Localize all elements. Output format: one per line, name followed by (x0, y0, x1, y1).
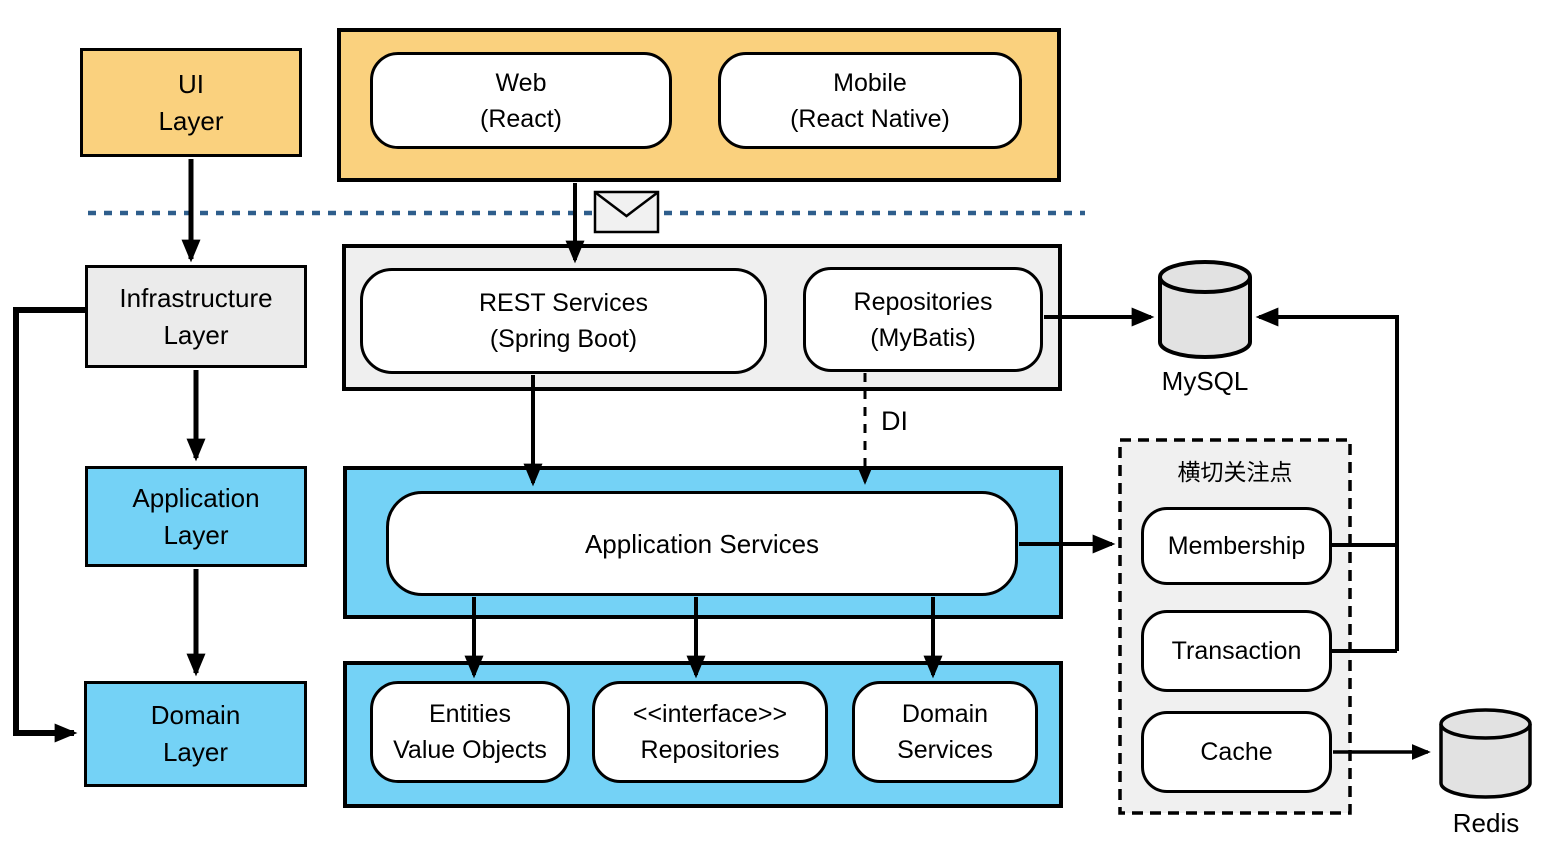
application-layer-label-line1: Application (132, 482, 260, 513)
rest-services-label-line2: (Spring Boot) (489, 325, 638, 353)
domain-layer-label-line1: Domain (150, 700, 241, 730)
mobile-react-native-box: Mobile (React Native) (718, 52, 1022, 149)
application-services-box: Application Services (386, 491, 1018, 596)
application-services-label: Application Services (584, 528, 820, 559)
repositories-mybatis-box: Repositories (MyBatis) (803, 267, 1043, 372)
ui-layer-box: UI Layer (80, 48, 302, 157)
repositories-label-line2: (MyBatis) (870, 323, 976, 352)
mobile-label-line1: Mobile (833, 68, 907, 97)
domain-layer-box: Domain Layer (84, 681, 307, 787)
ui-layer-label-line2: Layer (158, 105, 224, 136)
redis-label: Redis (1452, 808, 1520, 838)
rest-services-box: REST Services (Spring Boot) (360, 268, 767, 374)
entities-value-objects-box: Entities Value Objects (370, 681, 570, 783)
domain-services-label-line2: Services (897, 736, 993, 764)
infrastructure-layer-label-line2: Layer (163, 319, 229, 350)
domain-layer-label-line2: Layer (162, 737, 229, 767)
infrastructure-layer-box: Infrastructure Layer (85, 265, 307, 368)
cache-label: Cache (1200, 738, 1273, 766)
di-annotation: DI (881, 406, 908, 436)
interface-repositories-box: <<interface>> Repositories (592, 681, 828, 783)
interface-repositories-label-line1: <<interface>> (632, 700, 788, 728)
web-label-line2: (React) (480, 104, 562, 133)
mysql-label: MySQL (1161, 366, 1249, 396)
membership-box: Membership (1141, 507, 1332, 585)
web-label-line1: Web (495, 68, 547, 97)
message-envelope-icon (593, 190, 660, 234)
application-layer-box: Application Layer (85, 466, 307, 567)
rest-services-label-line1: REST Services (478, 289, 649, 317)
entities-label-line1: Entities (429, 700, 511, 728)
domain-services-label-line1: Domain (901, 700, 989, 728)
mobile-label-line2: (React Native) (790, 104, 950, 133)
transaction-box: Transaction (1141, 610, 1332, 692)
cache-box: Cache (1141, 711, 1332, 793)
repositories-label-line1: Repositories (853, 287, 993, 316)
redis-database-icon (1439, 708, 1532, 799)
application-layer-label-line2: Layer (163, 519, 229, 550)
ui-layer-label-line1: UI (178, 68, 204, 99)
interface-repositories-label-line2: Repositories (640, 736, 780, 764)
entities-label-line2: Value Objects (393, 736, 547, 764)
infrastructure-layer-label-line1: Infrastructure (119, 282, 273, 313)
membership-label: Membership (1167, 532, 1306, 560)
web-react-box: Web (React) (370, 52, 672, 149)
arrow-infrastructure-to-domain-bypass (13, 307, 86, 743)
crosscutting-title: 横切关注点 (1177, 459, 1293, 485)
domain-services-box: Domain Services (852, 681, 1038, 783)
mysql-database-icon (1158, 260, 1252, 359)
transaction-label: Transaction (1171, 637, 1302, 665)
